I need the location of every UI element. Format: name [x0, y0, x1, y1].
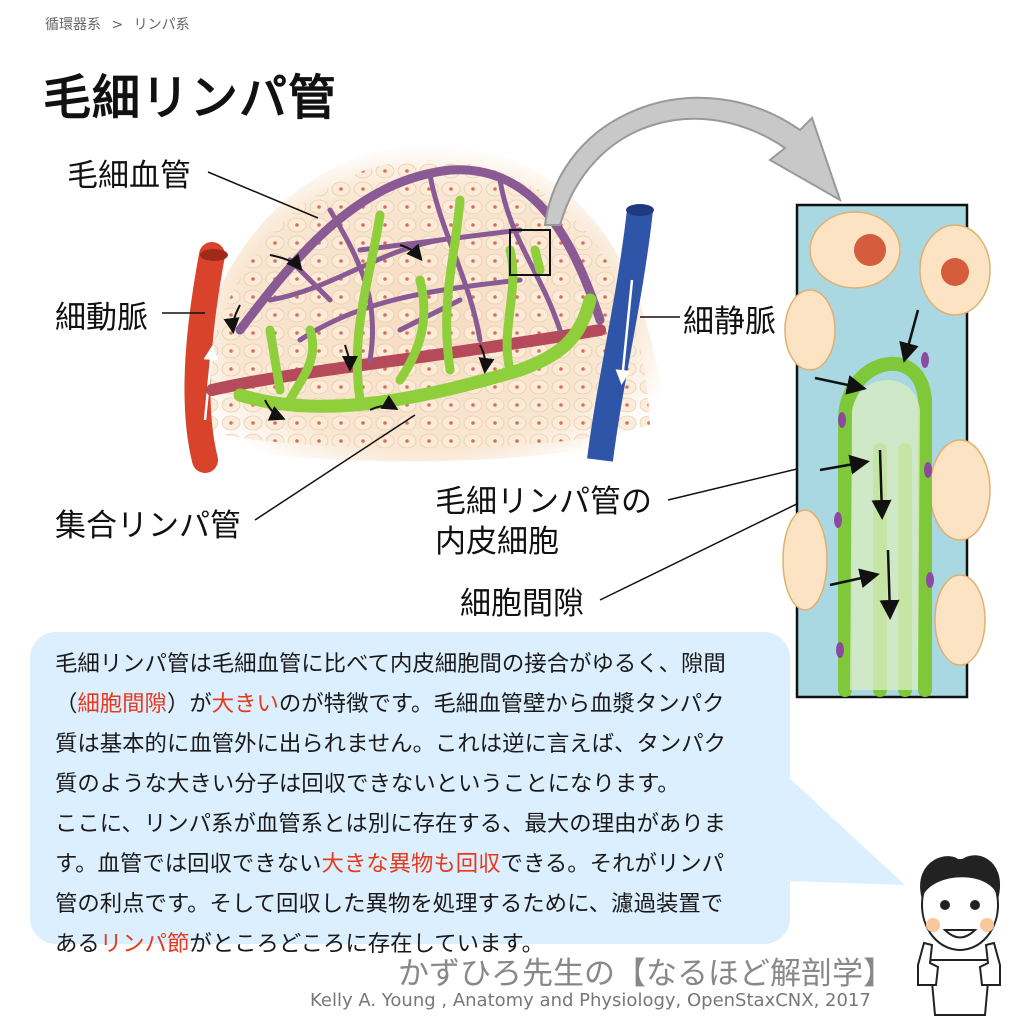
label-collecting-lymph: 集合リンパ管 — [55, 508, 241, 544]
venule — [587, 208, 653, 462]
label-endothelial-line2: 内皮細胞 — [435, 524, 559, 560]
body-text: 質は基本的に血管外に出られません。これは逆に言えば、タンパク — [55, 731, 727, 757]
inset-detail — [782, 203, 991, 699]
explanation-line: （細胞間隙）が大きいのが特徴です。毛細血管壁から血漿タンパク — [55, 684, 726, 724]
label-venule: 細静脈 — [683, 304, 776, 340]
footer-brand: かずひろ先生の【なるほど解剖学】 — [398, 956, 894, 992]
explanation-line: 毛細リンパ管は毛細血管に比べて内皮細胞間の接合がゆるく、隙間 — [55, 644, 726, 684]
body-text: ある — [55, 931, 100, 957]
explanation-line: 質のような大きい分子は回収できないということになります。 — [55, 764, 726, 804]
body-text: 毛細リンパ管は毛細血管に比べて内皮細胞間の接合がゆるく、隙間 — [55, 651, 726, 677]
explanation-text: 毛細リンパ管は毛細血管に比べて内皮細胞間の接合がゆるく、隙間 （細胞間隙）が大きい… — [55, 644, 726, 964]
body-text: 質のような大きい分子は回収できないということになります。 — [55, 771, 680, 797]
explanation-line: 質は基本的に血管外に出られません。これは逆に言えば、タンパク — [55, 724, 726, 764]
label-endothelial-cell: 毛細リンパ管の 内皮細胞 — [435, 482, 652, 562]
zoom-region-marker — [509, 229, 551, 276]
body-text: す。血管では回収できない — [55, 851, 322, 877]
label-arteriole: 細動脈 — [55, 300, 148, 336]
explanation-line: あるリンパ節がところどころに存在しています。 — [55, 924, 726, 964]
body-text: がところどころに存在しています。 — [189, 931, 545, 957]
body-text: ここに、リンパ系が血管系とは別に存在する、最大の理由がありま — [55, 811, 727, 837]
body-text: （ — [55, 691, 78, 717]
highlight-text: リンパ節 — [99, 931, 190, 957]
breadcrumb: 循環器系 > リンパ系 — [45, 14, 196, 34]
explanation-line: す。血管では回収できない大きな異物も回収できる。それがリンパ — [55, 844, 726, 884]
explanation-line: ここに、リンパ系が血管系とは別に存在する、最大の理由がありま — [55, 804, 726, 844]
teacher-avatar — [917, 855, 1001, 1016]
body-text: 管の利点です。そして回収した異物を処理するために、濾過装置で — [55, 891, 724, 917]
label-endothelial-line1: 毛細リンパ管の — [435, 484, 652, 520]
lymph-capillaries — [233, 195, 597, 413]
page-title: 毛細リンパ管 — [43, 70, 338, 126]
explanation-line: 管の利点です。そして回収した異物を処理するために、濾過装置で — [55, 884, 726, 924]
highlight-text: 大きな異物も回収 — [321, 851, 501, 877]
speech-bubble-tail — [760, 760, 905, 885]
magnify-arrow — [543, 96, 842, 226]
breadcrumb-item-circulatory[interactable]: 循環器系 — [45, 17, 101, 33]
label-capillary: 毛細血管 — [67, 158, 191, 194]
body-text: のが特徴です。毛細血管壁から血漿タンパク — [278, 691, 725, 717]
arteriole — [184, 242, 225, 473]
speech-bubble — [30, 632, 790, 944]
breadcrumb-item-lymphatic[interactable]: リンパ系 — [133, 17, 190, 33]
highlight-text: 細胞間隙 — [77, 691, 167, 717]
citation: Kelly A. Young , Anatomy and Physiology,… — [310, 990, 871, 1011]
label-intercellular-gap: 細胞間隙 — [460, 586, 584, 622]
highlight-text: 大きい — [211, 691, 279, 717]
body-text: できる。それがリンパ — [500, 851, 725, 877]
body-text: ）が — [166, 691, 212, 717]
breadcrumb-separator: > — [111, 17, 124, 33]
